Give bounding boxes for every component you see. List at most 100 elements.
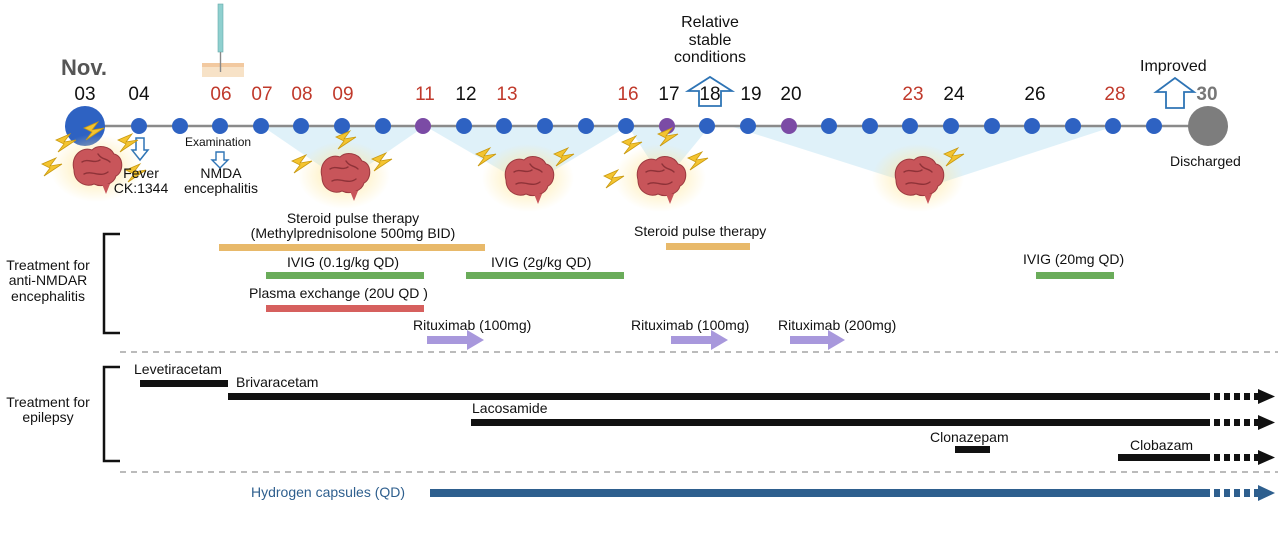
- timeline-dot: [943, 118, 959, 134]
- ivig-bar-2: [466, 272, 624, 279]
- timeline-dot: [740, 118, 756, 134]
- clonazepam-bar: [955, 446, 990, 453]
- timeline-dot: [821, 118, 837, 134]
- clonazepam-label: Clonazepam: [930, 429, 1009, 445]
- timeline-dot: [334, 118, 350, 134]
- rituximab-arrow-2: [671, 330, 728, 350]
- diagnosis-text-2: encephalitis: [184, 180, 258, 197]
- category-nmdar-2: anti-NMDAR: [8, 272, 88, 289]
- rituximab-arrow-1: [427, 330, 484, 350]
- steroid-text-2: (Methylprednisolone 500mg BID): [250, 225, 456, 242]
- steroid-label-1: Steroid pulse therapy (Methylprednisolon…: [238, 210, 468, 242]
- brain-seizure-icon: [871, 143, 965, 213]
- day-label-06: 06: [210, 84, 232, 105]
- clobazam-label: Clobazam: [1130, 437, 1194, 453]
- improved-up-arrow-icon: [1153, 76, 1197, 109]
- day-label-16: 16: [617, 84, 639, 105]
- timeline-dots: [131, 118, 1162, 134]
- diagnosis-text-1: NMDA: [200, 165, 242, 181]
- timeline-dot: [131, 118, 147, 134]
- day-label-28: 28: [1104, 84, 1126, 105]
- brivaracetam-bar: [228, 389, 1275, 404]
- rituximab-label-2: Rituximab (100mg): [631, 317, 750, 333]
- levetiracetam-label: Levetiracetam: [134, 361, 222, 377]
- timeline-dot: [172, 118, 188, 134]
- timeline-dot: [293, 118, 309, 134]
- day-label-12: 12: [455, 84, 477, 105]
- category-epilepsy-2: epilepsy: [22, 409, 74, 426]
- improved-label: Improved: [1140, 58, 1207, 75]
- day-label-18: 18: [699, 84, 721, 105]
- day-label-09: 09: [332, 84, 354, 105]
- day-label-24: 24: [943, 84, 965, 105]
- day-label-30: 30: [1196, 84, 1218, 105]
- lacosamide-label: Lacosamide: [472, 400, 548, 416]
- discharge-node: [1188, 106, 1228, 146]
- day-label-19: 19: [740, 84, 762, 105]
- discharged-label: Discharged: [1170, 153, 1241, 169]
- brivaracetam-label: Brivaracetam: [236, 374, 319, 390]
- epilepsy-bracket: [102, 365, 120, 463]
- levetiracetam-bar: [140, 380, 228, 387]
- rituximab-label-3: Rituximab (200mg): [778, 317, 897, 333]
- timeline-dot: [862, 118, 878, 134]
- day-label-11: 11: [415, 84, 435, 105]
- timeline-dot-purple: [781, 118, 797, 134]
- ck-text: CK:1344: [113, 180, 169, 197]
- day-label-20: 20: [780, 84, 802, 105]
- day-label-08: 08: [291, 84, 313, 105]
- diagnosis-down-arrow-icon: [210, 151, 230, 169]
- stable-text-2: stable: [688, 31, 732, 49]
- timeline-dot-purple: [415, 118, 431, 134]
- timeline-dot: [456, 118, 472, 134]
- stable-up-arrow-icon: [684, 75, 736, 107]
- fever-text: Fever: [123, 165, 159, 181]
- day-label-26: 26: [1024, 84, 1046, 105]
- day-label-04: 04: [128, 84, 150, 105]
- ivig-bar-1: [266, 272, 424, 279]
- timeline-dot: [1146, 118, 1162, 134]
- timeline-dot: [375, 118, 391, 134]
- hydrogen-bar: [430, 485, 1275, 501]
- stable-text-1: Relative: [681, 14, 739, 31]
- timeline-dot: [902, 118, 918, 134]
- clobazam-bar: [1118, 450, 1275, 465]
- category-epilepsy: Treatment for epilepsy: [0, 394, 96, 426]
- rituximab-label-1: Rituximab (100mg): [413, 317, 532, 333]
- rituximab-arrow-3: [790, 330, 845, 350]
- steroid-text-1: Steroid pulse therapy: [286, 210, 420, 226]
- examination-label: Examination: [185, 135, 252, 149]
- fever-label: Fever CK:1344: [106, 165, 176, 197]
- timeline-dot: [212, 118, 228, 134]
- day-label-13: 13: [496, 84, 518, 105]
- timeline-dot: [537, 118, 553, 134]
- diagnosis-label: NMDA encephalitis: [175, 165, 267, 197]
- category-nmdar-3: encephalitis: [11, 287, 85, 304]
- day-label-23: 23: [902, 84, 924, 105]
- stable-conditions-label: Relative stable conditions: [660, 14, 760, 67]
- plasma-label: Plasma exchange (20U QD ): [249, 285, 428, 301]
- category-epilepsy-1: Treatment for: [6, 394, 90, 410]
- timeline-dot: [699, 118, 715, 134]
- timeline-dot: [1105, 118, 1121, 134]
- steroid-label-2: Steroid pulse therapy: [634, 223, 767, 239]
- ivig-bar-3: [1036, 272, 1114, 279]
- plasma-bar: [266, 305, 424, 312]
- timeline-dot: [578, 118, 594, 134]
- timeline-dot: [984, 118, 1000, 134]
- timeline-dot: [1024, 118, 1040, 134]
- hydrogen-label: Hydrogen capsules (QD): [251, 484, 406, 500]
- ivig-label-3: IVIG (20mg QD): [1023, 251, 1125, 267]
- nmdar-bracket: [102, 232, 120, 335]
- needle-icon: [202, 3, 244, 77]
- steroid-bar-2: [666, 243, 750, 250]
- category-nmdar-1: Treatment for: [6, 257, 90, 273]
- stable-text-3: conditions: [673, 49, 747, 67]
- steroid-bar-1: [219, 244, 485, 251]
- day-label-17: 17: [658, 84, 680, 105]
- ivig-label-1: IVIG (0.1g/kg QD): [287, 254, 400, 270]
- category-nmdar: Treatment for anti-NMDAR encephalitis: [0, 257, 96, 304]
- timeline-dot: [496, 118, 512, 134]
- timeline-dot: [1065, 118, 1081, 134]
